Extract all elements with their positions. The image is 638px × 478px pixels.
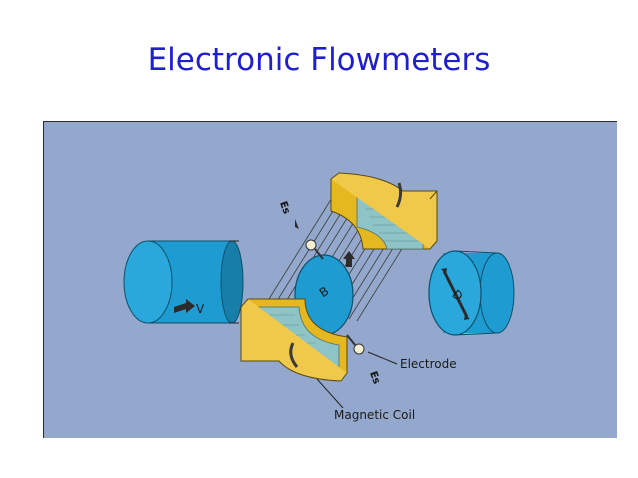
electrode-label: Electrode [400,357,457,371]
emf-arrow-top-icon [295,219,299,229]
inlet-pipe [123,240,244,324]
velocity-label: V [196,302,205,316]
electrode-leader-line [367,351,398,365]
magnetic-coil-label: Magnetic Coil [334,408,415,422]
electrode-bottom-icon [346,334,365,355]
flow-arrow-icon [174,299,195,313]
slide-title: Electronic Flowmeters [147,42,491,78]
magnetic-coil-leader-line [316,378,344,409]
emf-label-bottom: Es [367,370,382,386]
field-arrow-top-icon [343,251,355,267]
lower-coil [240,298,348,382]
upper-coil [330,172,438,250]
outlet-pipe [428,250,515,336]
flowmeter-diagram: V D B [43,121,617,438]
emf-label-top: Es [277,200,292,216]
electrode-top-icon [305,239,324,260]
